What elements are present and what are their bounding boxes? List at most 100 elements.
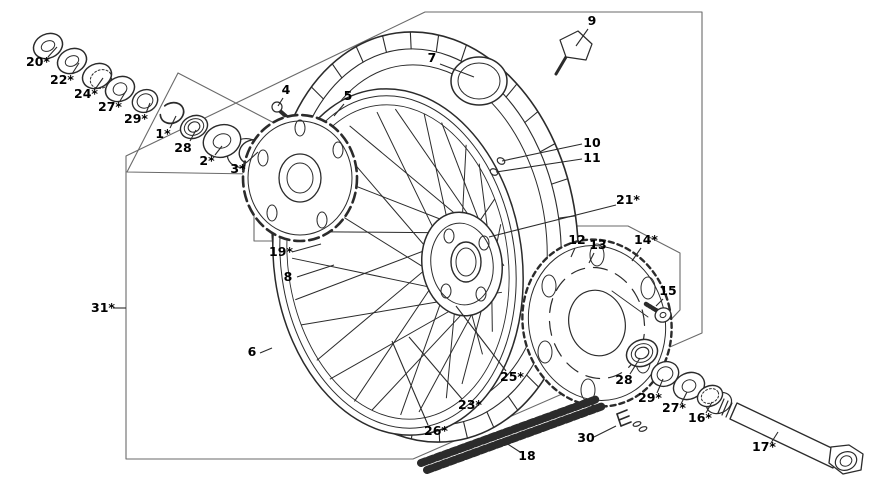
cone-washer-27-bore [112, 82, 128, 96]
callout-12-9-leader [575, 28, 589, 47]
callout-33-17-leader [770, 431, 779, 444]
callout-28-30-label: 30 [577, 430, 595, 445]
callout-15-21-label: 21* [616, 192, 640, 207]
callout-27-18-leader [502, 440, 521, 453]
callout-16-12-leader [570, 247, 576, 258]
spoke-9 [301, 299, 450, 326]
callout-25-23-leader [408, 336, 463, 400]
sprocket-slot-3 [537, 340, 553, 364]
spoke-24 [394, 108, 482, 234]
callout-18-14-leader [631, 247, 642, 262]
34-27 [435, 34, 440, 53]
callout-20-19-label: 19* [269, 244, 293, 259]
34-8 [462, 421, 468, 439]
disc-slot-2 [257, 149, 269, 167]
callout-1-22-leader [71, 62, 80, 75]
34-31 [524, 111, 539, 124]
disc-bore [286, 162, 314, 194]
axle-17-thread-3 [725, 402, 733, 418]
34-30 [505, 83, 518, 98]
collar-16 [696, 384, 724, 408]
spacer-2 [202, 123, 242, 159]
disc-slot-4 [316, 211, 328, 229]
callout-10-5-label: 5 [344, 88, 353, 103]
disc-center [278, 153, 322, 203]
callout-4-29-label: 29* [124, 111, 148, 126]
callout-0-20-label: 20* [26, 54, 50, 69]
axle-17-head-bore [839, 455, 853, 467]
callout-12-9-label: 9 [588, 13, 597, 28]
callout-17-13-leader [588, 252, 595, 264]
master-link-clip-3 [620, 421, 632, 427]
rim-mid [279, 95, 517, 429]
disc-slot-1 [294, 119, 306, 137]
spoke-nipple-10 [496, 157, 506, 165]
callout-31-27-label: 27* [662, 400, 686, 415]
34-26 [409, 31, 412, 50]
disc-bolt-4-head [271, 101, 283, 113]
hub-hole-3 [440, 283, 452, 299]
callout-30-29-label: 29* [638, 390, 662, 405]
callout-6-28-label: 28 [174, 140, 191, 155]
master-link-clip-spine [616, 413, 622, 427]
spacer-2-bore [212, 133, 232, 149]
callout-28-30-leader [593, 425, 617, 438]
hub-hole-1 [443, 228, 455, 244]
34-23 [331, 63, 343, 79]
34-25 [382, 35, 388, 53]
cone-washer-27-right [672, 371, 706, 401]
callout-23-6-label: 6 [248, 344, 257, 359]
spoke-16 [295, 246, 436, 301]
spoke-21 [461, 144, 467, 225]
callout-22-31-label: 31* [91, 300, 115, 315]
inner-tube-inner [457, 62, 501, 100]
callout-23-6-leader [259, 347, 273, 354]
callout-14-11-label: 11 [583, 150, 600, 165]
spoke-5 [371, 299, 476, 411]
spoke-17 [376, 111, 439, 240]
callout-27-18-label: 18 [518, 448, 535, 463]
spoke-22 [349, 125, 469, 226]
axle-17-head [828, 444, 864, 475]
callout-11-7-label: 7 [428, 50, 437, 65]
circlip-1 [159, 101, 185, 125]
spoke-19 [423, 113, 450, 229]
callout-26-26-label: 26* [424, 423, 448, 438]
brake-disc-5-ring [247, 120, 353, 236]
34-6 [507, 395, 519, 411]
34-32 [539, 143, 556, 153]
bolt-15-axis [611, 290, 649, 318]
callout-3-27-leader [119, 90, 127, 102]
sprocket-14-web [548, 266, 646, 380]
bearing-28-left [179, 114, 209, 140]
cone-washer-27 [104, 75, 136, 103]
lock-nut-bore [64, 55, 80, 67]
sprocket-slot-2 [541, 274, 557, 298]
callout-24-25-leader [455, 305, 507, 372]
callout-1-22-label: 22* [50, 72, 74, 87]
cone-washer-27-right-bore [681, 379, 697, 393]
callout-20-19-leader [291, 243, 322, 253]
hub-outer [420, 211, 504, 317]
inner-tube [450, 56, 508, 106]
34-7 [486, 411, 495, 428]
seal-29 [131, 88, 159, 114]
hub-face [430, 222, 494, 306]
seal-29-right [650, 360, 680, 388]
callout-7-2-label: 2* [199, 153, 215, 168]
spoke-7 [329, 303, 463, 380]
bolt-15-head [654, 307, 672, 323]
lock-nut [56, 47, 88, 75]
collar-16-face [700, 388, 720, 404]
34-28 [460, 44, 467, 62]
callout-13-10-leader [501, 143, 583, 162]
master-link-clip-2 [618, 415, 630, 421]
callout-30-29-leader [656, 378, 664, 394]
callout-8-3-leader [245, 151, 259, 164]
rim-lock-stem [554, 55, 568, 76]
callout-15-21-leader [488, 204, 617, 238]
callout-5-1-leader [169, 115, 177, 129]
outer-boundary [125, 11, 703, 460]
34-22 [310, 86, 324, 100]
